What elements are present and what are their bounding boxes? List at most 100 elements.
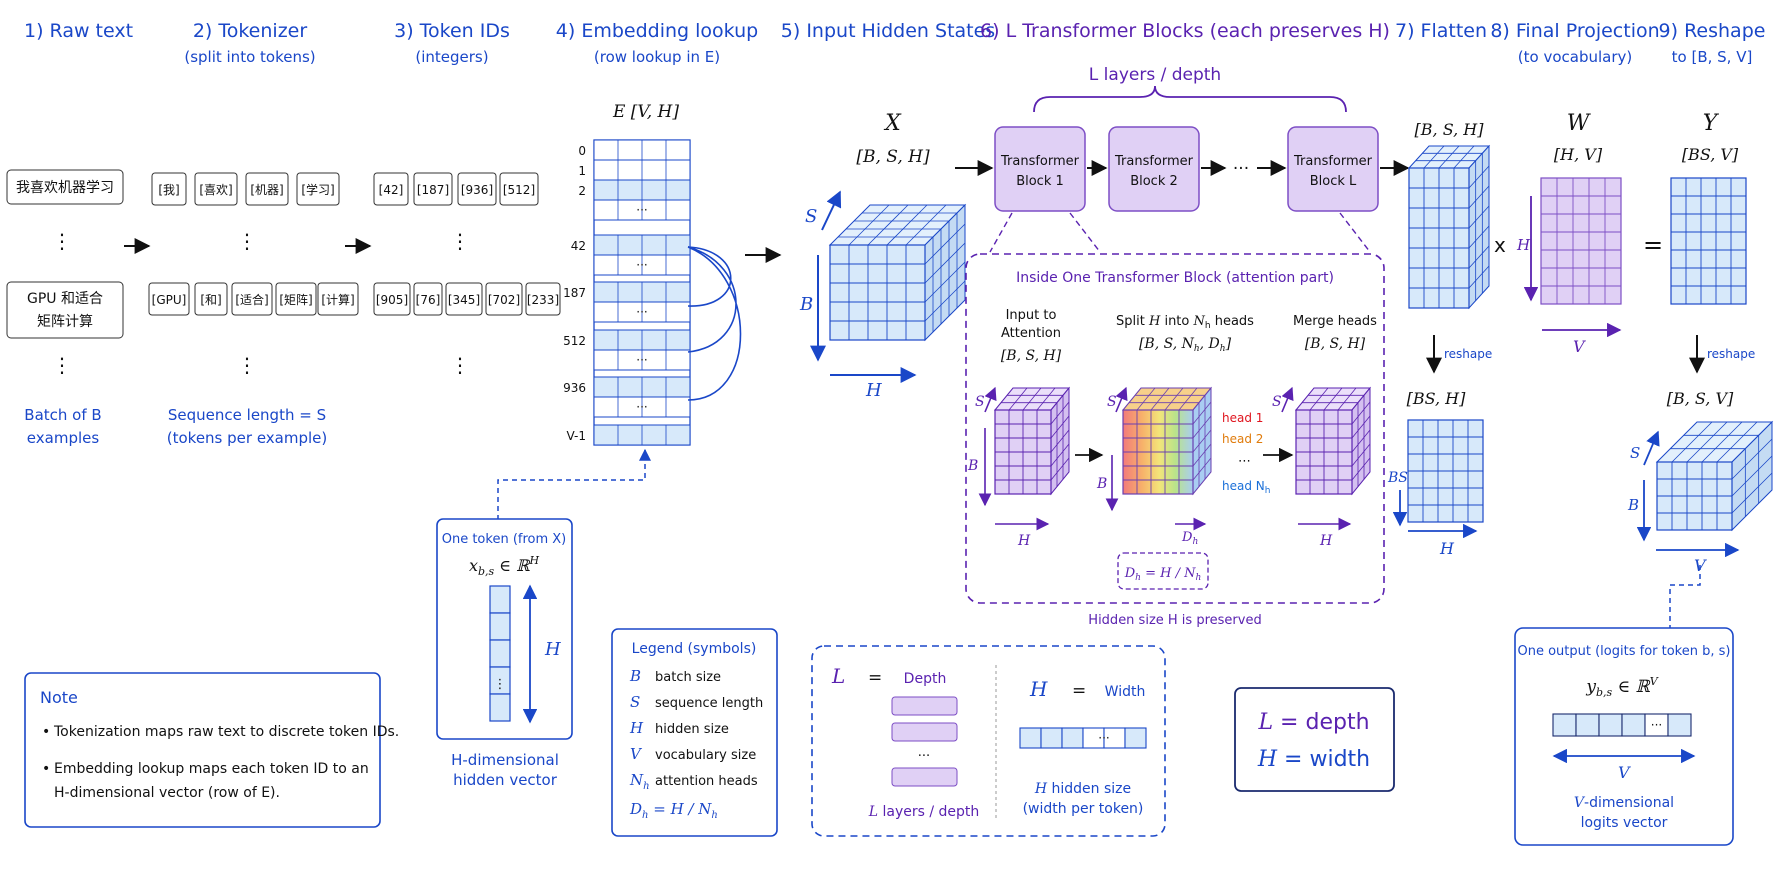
header-reshape: 9) Reshape: [1659, 20, 1766, 42]
output-matrix: [1670, 177, 1747, 305]
note-item-2b: H-dimensional vector (row of E).: [54, 785, 280, 801]
head-n-label: head Nh: [1222, 479, 1270, 496]
raw-text-example-1-label: 我喜欢机器学习: [16, 180, 114, 196]
split-s-label: S: [1107, 394, 1117, 410]
cube-front-face: [829, 244, 926, 341]
embedding-ellipsis: ···: [636, 400, 647, 414]
token-text: [我]: [158, 183, 179, 197]
embedding-row-label: 2: [578, 184, 586, 198]
token-box: [194, 172, 238, 206]
grid-line: [1731, 438, 1773, 480]
id-text: [233]: [527, 293, 559, 307]
legend-desc: vocabulary size: [655, 748, 756, 763]
vector-ellipsis: ···: [1651, 718, 1662, 732]
note-item-1: Tokenization maps raw text to discrete t…: [53, 724, 399, 740]
depth-width-summary: [1234, 687, 1395, 792]
flatten-top-shape: [B, S, H]: [1415, 120, 1485, 139]
grid-line: [1468, 265, 1490, 289]
block-2-line-1: Transformer: [1114, 154, 1194, 169]
grid-line: [1022, 387, 1042, 411]
embedding-lookup-arcs: [687, 246, 742, 401]
raw-vdots-1: ⋮: [52, 229, 72, 253]
projection-shape: [H, V]: [1554, 145, 1603, 164]
split-s-axis: [1115, 386, 1128, 413]
raw-text-example-2-line1: GPU 和适合: [27, 291, 103, 307]
zoom-line: [1069, 212, 1101, 253]
token-box: [245, 172, 289, 206]
output-s-label: S: [1630, 444, 1640, 462]
grid-line: [1192, 415, 1212, 439]
equals-symbol: =: [1643, 231, 1663, 259]
header-transformer-blocks: 6) L Transformer Blocks (each preserves …: [980, 20, 1390, 42]
embedding-ellipsis: ···: [636, 203, 647, 217]
one-output-title: One output (logits for token b, s): [1518, 644, 1731, 659]
grid-line: [1136, 387, 1156, 411]
embedding-ellipsis: ···: [636, 353, 647, 367]
id-text: [905]: [376, 293, 408, 307]
output-3d-shape: [B, S, V]: [1667, 389, 1734, 408]
id-box: [373, 172, 409, 206]
merge-s-label: S: [1272, 394, 1282, 410]
vector-ellipsis: ···: [1098, 731, 1109, 745]
depth-word: Depth: [904, 671, 947, 687]
width-vector: ···: [1019, 727, 1147, 749]
header-tokenizer-sub: (split into tokens): [184, 48, 315, 66]
input-attention-shape: [B, S, H]: [1001, 348, 1062, 364]
header-hidden-states: 5) Input Hidden States: [781, 20, 995, 42]
embedding-row-label: 1: [578, 164, 586, 178]
summary-depth: L = depth: [1257, 710, 1369, 735]
token-box: [148, 282, 190, 316]
zoom-line: [1339, 212, 1371, 253]
grid-line: [1468, 225, 1490, 249]
legend-desc: hidden size: [655, 722, 729, 737]
grid-line: [1716, 421, 1758, 463]
embedding-ellipsis: ···: [636, 305, 647, 319]
one-output-caption-1: V-dimensional: [1574, 795, 1674, 811]
id-text: [936]: [461, 183, 493, 197]
legend-desc: attention heads: [655, 774, 758, 789]
head-2-label: head 2: [1222, 432, 1263, 446]
hidden-h-label: H: [865, 380, 882, 401]
cube-side-face: [1468, 144, 1490, 310]
grid-line: [1351, 415, 1371, 439]
vector-ellipsis: ⋮: [494, 677, 507, 692]
token-text: [计算]: [321, 292, 354, 307]
head-dots: ⋯: [1238, 454, 1251, 469]
block-L-line-2: Block L: [1310, 174, 1357, 189]
grid-line: [1050, 415, 1070, 439]
vector-cell: [1040, 727, 1063, 749]
output-matrix-frame: [1670, 177, 1747, 305]
raw-text-example-2-line2: 矩阵计算: [37, 314, 93, 330]
dh-formula: Dh = H / Nh: [1124, 566, 1202, 583]
flatten-cube: [1407, 144, 1491, 310]
grid-line: [1050, 443, 1070, 467]
legend-symbol: B: [629, 667, 641, 685]
hidden-preserved-caption: Hidden size H is preserved: [1088, 613, 1261, 628]
grid-line: [1423, 145, 1445, 169]
inside-block-title: Inside One Transformer Block (attention …: [1016, 270, 1334, 286]
output-b-label: B: [1627, 496, 1639, 514]
one-output-connector: [1669, 565, 1701, 628]
grid-line: [1468, 245, 1490, 269]
one-token-vector: ⋮: [489, 585, 511, 722]
token-box: [275, 282, 317, 316]
depth-layer-bar: [891, 722, 958, 742]
vector-cell: [489, 612, 511, 641]
vector-cell: [489, 585, 511, 614]
legend-desc: sequence length: [655, 696, 763, 711]
id-box: [485, 282, 523, 316]
layers-brace: [1033, 85, 1347, 113]
sequence-caption-2: (tokens per example): [167, 429, 327, 447]
grid-line: [1178, 387, 1198, 411]
grid-line: [1731, 472, 1773, 514]
split-heads-shape: [B, S, Nh, Dh]: [1139, 336, 1232, 354]
flatten-h-label: H: [1439, 539, 1455, 558]
one-output-vector: ···: [1552, 713, 1692, 737]
grid-line: [867, 204, 909, 246]
depth-equals: =: [868, 668, 882, 688]
block-1-line-2: Block 1: [1016, 174, 1064, 189]
token-vdots-2: ⋮: [237, 353, 257, 377]
note-item-2a: Embedding lookup maps each token ID to a…: [54, 761, 369, 777]
split-heads-title: Split H into Nh heads: [1116, 314, 1254, 331]
flatten-bs-label: BS: [1387, 470, 1408, 486]
